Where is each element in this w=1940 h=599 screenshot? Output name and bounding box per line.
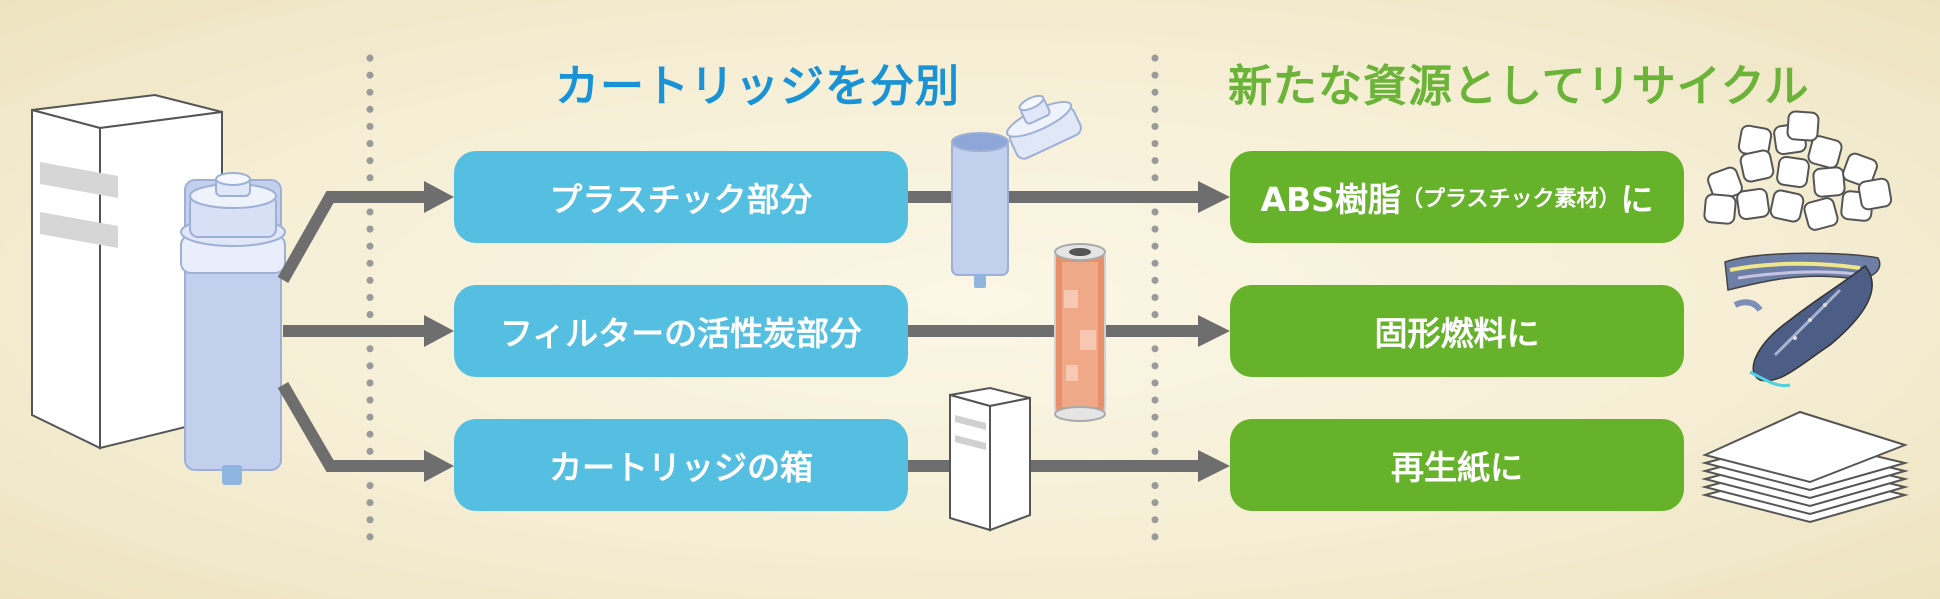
recycle-arrowhead-middle xyxy=(1198,315,1230,347)
cartridge-box-icon xyxy=(949,386,1031,532)
recycle-label-abs-paren: （プラスチック素材） xyxy=(1400,187,1621,212)
recycle-arrowhead-top xyxy=(1198,181,1230,213)
recycle-box-abs: ABS樹脂（プラスチック素材）に xyxy=(1230,151,1684,243)
separate-box-carbon: フィルターの活性炭部分 xyxy=(454,285,908,377)
separate-box-plastic: プラスチック部分 xyxy=(454,151,908,243)
recycle-box-fuel: 固形燃料に xyxy=(1230,285,1684,377)
separate-label-carbon: フィルターの活性炭部分 xyxy=(499,314,863,353)
recycle-label-abs-suffix: に xyxy=(1620,180,1654,219)
recycle-box-paper: 再生紙に xyxy=(1230,419,1684,511)
cartridge-icon xyxy=(180,172,286,485)
solid-fuel-icon xyxy=(1724,252,1881,388)
separate-label-plastic: プラスチック部分 xyxy=(549,180,813,219)
paper-stack-icon xyxy=(1701,410,1909,524)
separate-label-package: カートリッジの箱 xyxy=(549,448,813,487)
separate-heading: カートリッジを分別 xyxy=(555,61,960,112)
recycle-arrowhead-bottom xyxy=(1198,450,1230,482)
branch-arrow-bottom xyxy=(277,381,428,472)
recycle-label-abs-main: ABS樹脂 xyxy=(1260,180,1401,219)
branch-arrowhead-middle xyxy=(424,315,454,347)
separate-box-package: カートリッジの箱 xyxy=(454,419,908,511)
branch-arrows xyxy=(277,181,454,482)
recycle-label-paper: 再生紙に xyxy=(1391,448,1523,487)
branch-arrowhead-top xyxy=(424,181,454,213)
recycle-heading: 新たな資源としてリサイクル xyxy=(1228,61,1810,112)
carbon-filter-icon xyxy=(1054,243,1106,422)
branch-arrowhead-bottom xyxy=(424,450,454,482)
branch-arrow-top xyxy=(277,191,428,283)
plastic-housing-icon xyxy=(951,94,1082,288)
recycle-label-fuel: 固形燃料に xyxy=(1374,314,1540,353)
abs-pellets-icon xyxy=(1703,110,1893,231)
